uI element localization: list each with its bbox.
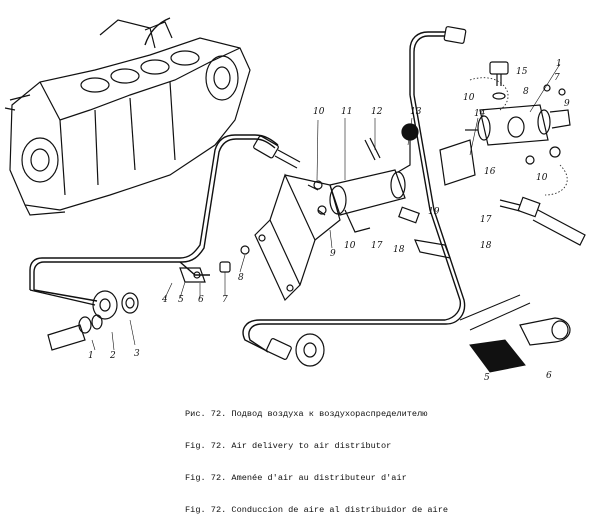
lower-right-fitting (499, 196, 586, 246)
callout-10: 10 (313, 107, 325, 117)
caption-line-ru: Рис. 72. Подвод воздуха к воздухораспред… (185, 409, 428, 420)
right-valve-cluster (465, 61, 571, 165)
fittings (47, 26, 467, 367)
callout-18: 18 (393, 245, 405, 255)
vertical-air-pipe (242, 31, 466, 353)
callout-10d: 10 (536, 173, 548, 183)
callout-16: 16 (484, 167, 496, 177)
callout-19: 19 (428, 207, 440, 217)
mounting-bracket (254, 173, 341, 302)
callout-1: 1 (88, 351, 94, 361)
caption-line-en: Fig. 72. Air delivery to air distributor (185, 440, 392, 451)
mounting-plate (439, 139, 476, 186)
callout-5: 5 (178, 295, 184, 305)
pad-hatch (459, 294, 531, 331)
callout-13: 13 (410, 107, 422, 117)
figure-caption: Рис. 72. Подвод воздуха к воздухораспред… (185, 388, 505, 526)
callout-6: 6 (198, 295, 204, 305)
callout-9: 9 (330, 249, 336, 259)
caption-line-fr: Fig. 72. Amenée d'air au distributeur d'… (185, 472, 407, 483)
callout-8: 8 (238, 273, 244, 283)
callout-11: 11 (341, 107, 352, 117)
callout-9b: 9 (564, 99, 570, 109)
callout-4: 4 (161, 295, 168, 305)
callout-5b: 5 (484, 373, 490, 383)
callout-3: 3 (134, 349, 140, 359)
callout-2: 2 (109, 351, 116, 361)
leader-lines (91, 63, 561, 351)
callout-8b: 8 (523, 87, 529, 97)
callout-10c: 10 (463, 93, 475, 103)
callout-7b: 7 (554, 73, 560, 83)
engine-top-pipe (144, 17, 171, 46)
main-air-pipe (29, 134, 279, 306)
guide-lines (469, 77, 568, 196)
callout-6b: 6 (546, 371, 552, 381)
pipe-clamp (519, 317, 571, 346)
engine-block (4, 19, 251, 216)
callout-12: 12 (371, 107, 383, 117)
callout-7: 7 (222, 295, 228, 305)
callout-1b: 1 (556, 59, 562, 69)
callout-14: 14 (474, 109, 486, 119)
caption-line-es: Fig. 72. Conduccion de aire al distribui… (185, 504, 449, 515)
callout-18b: 18 (480, 241, 492, 251)
rubber-pad (469, 339, 526, 373)
callouts: 1 2 3 4 5 6 7 8 9 10 11 12 13 10 17 18 1… (88, 59, 570, 383)
callout-15: 15 (516, 67, 528, 77)
air-distributor-diagram: 1 2 3 4 5 6 7 8 9 10 11 12 13 10 17 18 1… (4, 17, 586, 383)
callout-17b: 17 (480, 215, 492, 225)
callout-17: 17 (371, 241, 383, 251)
air-distributor-valve (307, 123, 451, 259)
callout-10b: 10 (344, 241, 356, 251)
